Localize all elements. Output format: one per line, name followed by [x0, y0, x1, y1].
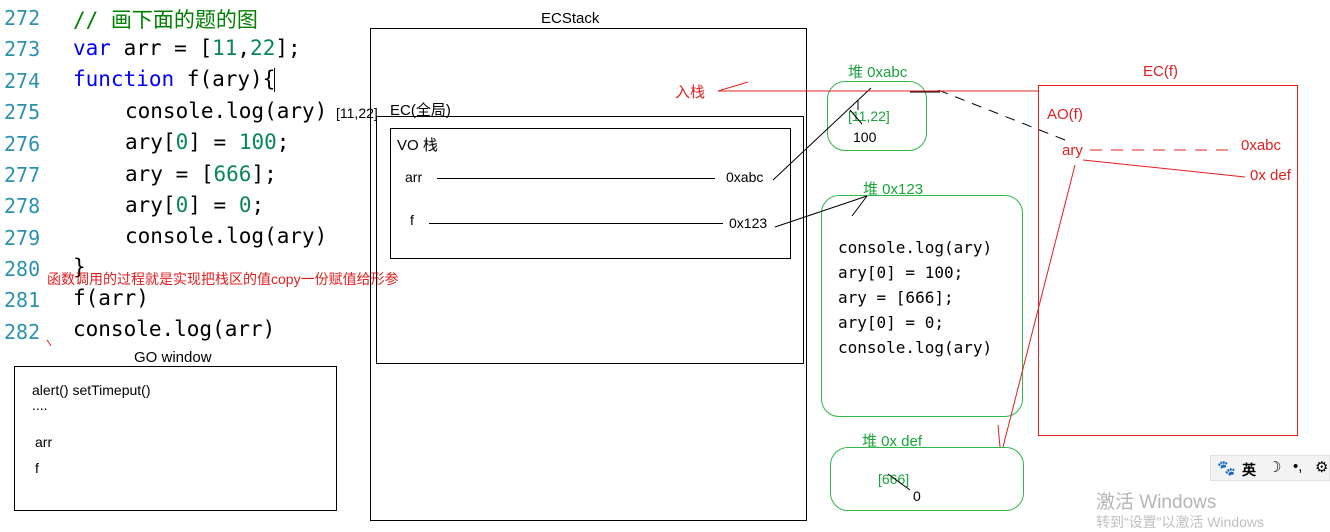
activation-watermark-sub: 转到“设置”以激活 Windows — [1096, 514, 1265, 530]
ecstack-title: ECStack — [541, 10, 600, 27]
line-number: 281 — [4, 288, 41, 312]
ime-toolbar[interactable]: 🐾 英 ☽ •, ⚙ — [1210, 455, 1330, 481]
ime-language[interactable]: 英 — [1242, 462, 1256, 478]
number: 100 — [238, 130, 277, 154]
line-number: 277 — [4, 163, 41, 187]
ary-to-heap-def-tick — [997, 424, 1001, 448]
number: 11 — [212, 36, 238, 60]
code-text: ary[ — [125, 193, 176, 217]
code-text: ; — [251, 193, 265, 217]
ecstack-box — [370, 28, 807, 521]
heap-abc-original: [11,22] — [848, 108, 890, 124]
number: 22 — [250, 36, 276, 60]
heap-123-title: 堆 0x123 — [863, 181, 924, 198]
code-text: f(ary){ — [174, 67, 276, 91]
ary-address-1: 0xabc — [1241, 137, 1282, 154]
code-line-280: } — [73, 255, 86, 279]
code-line-278: ary[0] = 0; — [125, 193, 264, 217]
ec-global-box — [376, 116, 804, 364]
code-line-279: console.log(ary) — [125, 224, 328, 248]
vo-f-address: 0x123 — [729, 215, 768, 231]
code-line-276: ary[0] = 100; — [125, 130, 289, 154]
heap-123-box: console.log(ary) ary[0] = 100; ary = [66… — [821, 195, 1023, 417]
go-line: alert() setTimeput() — [32, 382, 151, 398]
code-text: ary[ — [125, 130, 176, 154]
vo-title: VO 栈 — [397, 137, 438, 154]
go-box: alert() setTimeput() .... arr f — [14, 366, 337, 511]
punctuation-icon[interactable]: •, — [1293, 458, 1303, 475]
moon-icon[interactable]: ☽ — [1268, 459, 1282, 476]
line-number: 272 — [4, 6, 41, 30]
heap-code-line: console.log(ary) — [838, 338, 993, 357]
ary-address-2: 0x def — [1250, 167, 1291, 184]
ec-global-title: EC(全局) — [390, 102, 451, 119]
push-label: 入栈 — [675, 84, 706, 101]
number: 666 — [213, 162, 252, 186]
line-number: 278 — [4, 194, 41, 218]
number: 0 — [175, 193, 189, 217]
code-text: , — [237, 36, 251, 60]
code-text: ] = — [188, 130, 239, 154]
vo-line — [437, 178, 715, 179]
code-line-274: function f(ary){ — [73, 67, 275, 91]
line-number: 274 — [4, 69, 41, 93]
heap-code-line: console.log(ary) — [838, 238, 993, 257]
vo-box: VO 栈 arr 0xabc f 0x123 — [390, 128, 791, 259]
line-number: 276 — [4, 132, 41, 156]
go-line: f — [35, 460, 39, 476]
code-line-275: console.log(ary) — [125, 99, 328, 123]
heap-code-line: ary = [666]; — [838, 288, 954, 307]
line-number: 282 — [4, 320, 41, 344]
heap-def-box: [666] 0 — [830, 447, 1024, 511]
ao-var-ary: ary — [1062, 142, 1083, 159]
ec-f-title: EC(f) — [1143, 63, 1178, 80]
heap-def-value: 0 — [913, 488, 921, 504]
code-line-277: ary = [666]; — [125, 162, 277, 186]
inline-output: [11,22] — [336, 105, 378, 121]
line-number: 273 — [4, 37, 41, 61]
code-line-281: f(arr) — [73, 286, 149, 310]
code-text: ary = [ — [125, 162, 214, 186]
paw-icon[interactable]: 🐾 — [1217, 460, 1236, 477]
heap-code-line: ary[0] = 100; — [838, 263, 964, 282]
code-line-282: console.log(arr) — [73, 317, 276, 341]
code-text: ]; — [275, 36, 301, 60]
keyword: var — [73, 36, 111, 60]
ec-f-box: AO(f) ary 0xabc 0x def — [1038, 85, 1298, 436]
vo-arr-address: 0xabc — [726, 169, 764, 185]
heap-code-line: ary[0] = 0; — [838, 313, 944, 332]
code-text: ]; — [251, 162, 277, 186]
go-line: arr — [35, 434, 53, 450]
keyword: function — [73, 67, 175, 91]
go-line: .... — [32, 397, 48, 413]
code-editor[interactable]: 272 273 274 275 276 277 278 279 280 281 … — [0, 0, 340, 345]
go-title: GO window — [134, 349, 212, 366]
heap-abc-box: [11,22] 100 — [827, 81, 927, 151]
heap-abc-title: 堆 0xabc — [848, 64, 908, 81]
heap-abc-value: 100 — [853, 129, 877, 145]
line-number: 280 — [4, 257, 41, 281]
vo-line — [429, 223, 723, 224]
code-comment: // 画下面的题的图 — [73, 8, 258, 32]
number: 0 — [175, 130, 189, 154]
vo-var-f: f — [410, 212, 414, 228]
line-number: 275 — [4, 100, 41, 124]
line-number: 279 — [4, 226, 41, 250]
code-text: ; — [276, 130, 290, 154]
heap-def-original: [666] — [878, 471, 910, 487]
ao-title: AO(f) — [1047, 106, 1083, 123]
code-text: arr = [ — [110, 36, 213, 60]
vo-var-arr: arr — [405, 169, 423, 185]
text-cursor — [274, 68, 275, 92]
number: 0 — [238, 193, 252, 217]
gear-icon[interactable]: ⚙ — [1315, 459, 1329, 476]
heap-def-title: 堆 0x def — [862, 433, 923, 450]
code-line-273: var arr = [11,22]; — [73, 36, 301, 60]
annotation-text: 函数调用的过程就是实现把栈区的值copy一份赋值给形参 — [47, 271, 399, 287]
code-text: ] = — [188, 193, 239, 217]
activation-watermark: 激活 Windows — [1096, 492, 1217, 513]
